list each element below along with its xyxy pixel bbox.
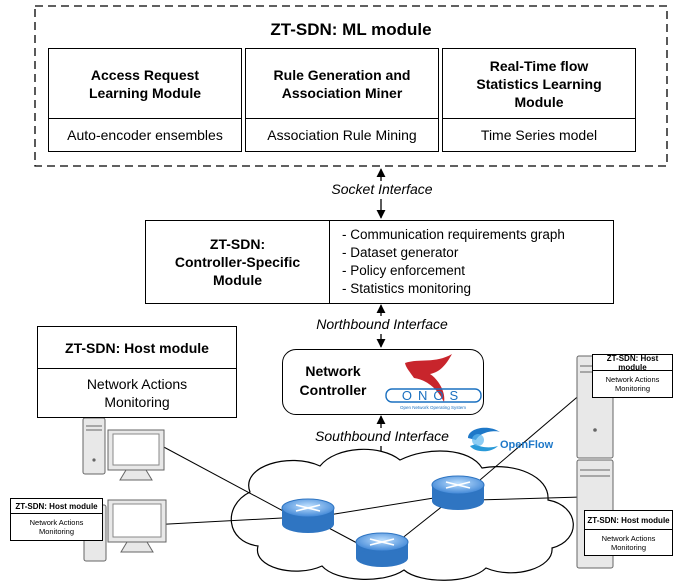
- access-request-learning-module: Access Request Learning Module: [48, 48, 242, 119]
- small-host-module-body-left: Network Actions Monitoring: [10, 513, 103, 541]
- small-host-module-body-right-top: Network Actions Monitoring: [592, 370, 673, 398]
- small-host-module-body-right-bottom: Network Actions Monitoring: [584, 529, 673, 556]
- small-host-module-title-right-bottom: ZT-SDN: Host module: [584, 510, 673, 530]
- controller-module-title-line3: Module: [213, 272, 262, 288]
- small-host-module-title-right-top: ZT-SDN: Host module: [592, 354, 673, 372]
- ml-module-border: [34, 5, 668, 167]
- desktop-computer-icon-1: [82, 417, 165, 481]
- router-left-icon: [281, 498, 335, 533]
- function-item: - Dataset generator: [342, 245, 459, 260]
- time-series-model: Time Series model: [442, 118, 636, 152]
- openflow-logo-icon: OpenFlow: [468, 427, 554, 452]
- small-host-body-line1: Network Actions: [601, 533, 656, 543]
- small-host-body-line1: Network Actions: [605, 375, 660, 384]
- function-item: - Communication requirements graph: [342, 227, 565, 242]
- router-bottom-icon: [355, 532, 409, 567]
- rule-generation-module: Rule Generation and Association Miner: [245, 48, 439, 119]
- host-module-body-line2: Monitoring: [104, 394, 170, 410]
- northbound-interface-label: Northbound Interface: [316, 316, 448, 332]
- network-controller-line1: Network: [305, 363, 361, 379]
- controller-module-title-line2: Controller-Specific: [174, 254, 301, 270]
- svg-text:ONOS: ONOS: [402, 388, 464, 403]
- small-host-body-line2: Monitoring: [610, 542, 647, 552]
- host-module-body-line1: Network Actions: [86, 376, 188, 392]
- network-controller-box: [282, 349, 484, 415]
- svg-text:Open Network Operating System: Open Network Operating System: [400, 405, 466, 410]
- southbound-interface-label: Southbound Interface: [315, 428, 449, 444]
- controller-module-title-line1: ZT-SDN:: [209, 236, 266, 252]
- controller-module-function-list: - Communication requirements graph - Dat…: [329, 220, 614, 304]
- host-module-title: ZT-SDN: Host module: [37, 326, 237, 369]
- onos-logo-icon: ONOS Open Network Operating System: [385, 354, 482, 410]
- network-controller-label: Network Controller: [285, 362, 381, 400]
- router-right-icon: [431, 475, 485, 510]
- small-host-body-line2: Monitoring: [38, 527, 75, 536]
- socket-interface-label: Socket Interface: [331, 181, 433, 197]
- network-controller-line2: Controller: [299, 382, 367, 398]
- network-cloud: [230, 448, 574, 581]
- small-host-body-line2: Monitoring: [614, 384, 651, 393]
- function-item: - Policy enforcement: [342, 263, 466, 278]
- small-host-body-line1: Network Actions: [29, 518, 84, 527]
- function-item: - Statistics monitoring: [342, 281, 472, 296]
- association-rule-mining: Association Rule Mining: [245, 118, 439, 152]
- svg-text:OpenFlow: OpenFlow: [500, 439, 554, 451]
- small-host-module-title-left: ZT-SDN: Host module: [10, 498, 103, 514]
- ml-module-title: ZT-SDN: ML module: [270, 20, 432, 39]
- controller-specific-module-title: ZT-SDN: Controller-Specific Module: [145, 220, 330, 304]
- real-time-flow-statistics-module: Real-Time flow Statistics Learning Modul…: [442, 48, 636, 119]
- auto-encoder-ensembles: Auto-encoder ensembles: [48, 118, 242, 152]
- host-module-body: Network Actions Monitoring: [37, 368, 237, 418]
